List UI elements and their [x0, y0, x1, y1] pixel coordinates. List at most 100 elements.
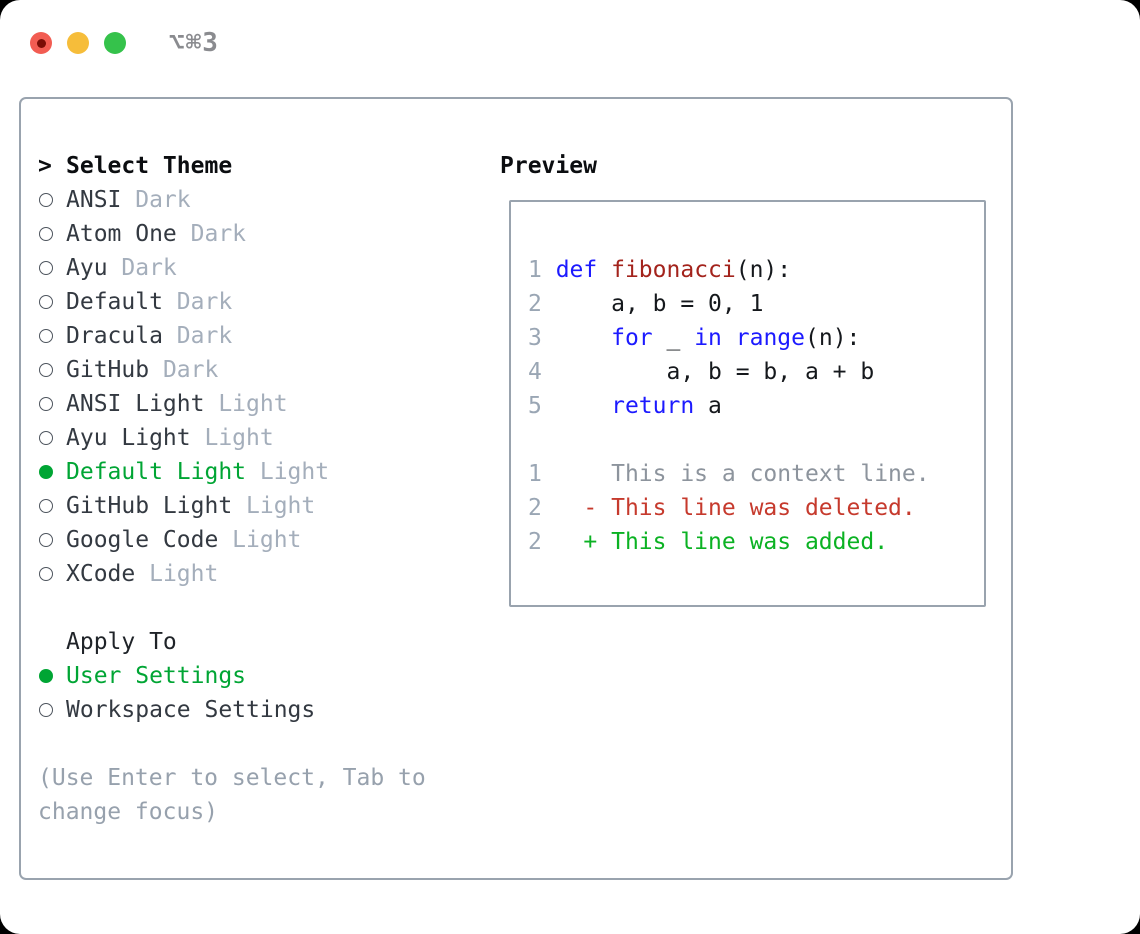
radio-unselected-icon — [38, 421, 66, 455]
theme-option-xcode-light[interactable]: XCode Light — [38, 557, 426, 591]
theme-option-default-dark[interactable]: Default Dark — [38, 285, 426, 319]
theme-option-ayu-light[interactable]: Ayu Light Light — [38, 421, 426, 455]
theme-name: GitHub — [66, 357, 150, 383]
keyword-token: return — [611, 393, 695, 419]
radio-unselected-icon — [38, 183, 66, 217]
theme-name: ANSI Light — [66, 391, 205, 417]
code-line: 5 return a — [528, 389, 984, 423]
theme-option-ansi-dark[interactable]: ANSI Dark — [38, 183, 426, 217]
apply-option-label: Workspace Settings — [66, 697, 316, 723]
deleted-text: - This line was deleted. — [555, 495, 916, 521]
theme-name: Dracula — [66, 323, 163, 349]
code-token — [556, 325, 611, 351]
context-text: This is a context line. — [555, 461, 930, 487]
diff-added-line: 2 + This line was added. — [528, 525, 984, 559]
zoom-button-icon[interactable] — [104, 32, 126, 54]
title-bar: ⌥⌘3 — [30, 28, 219, 58]
keyword-token: in — [694, 325, 722, 351]
theme-option-google-code-light[interactable]: Google Code Light — [38, 523, 426, 557]
radio-unselected-icon — [38, 489, 66, 523]
theme-variant: Dark — [121, 255, 177, 281]
code-token: a — [694, 393, 722, 419]
added-text: + This line was added. — [555, 529, 889, 555]
theme-option-github-light[interactable]: GitHub Light Light — [38, 489, 426, 523]
code-line: 4 a, b = b, a + b — [528, 355, 984, 389]
cursor-prompt-icon: > — [38, 149, 66, 183]
theme-option-default-light[interactable]: Default Light Light — [38, 455, 426, 489]
empty-marker — [38, 625, 66, 659]
theme-variant: Light — [149, 561, 219, 587]
window-title: ⌥⌘3 — [169, 28, 219, 58]
code-token — [722, 325, 736, 351]
keyword-token: for — [611, 325, 653, 351]
theme-variant: Dark — [190, 221, 247, 247]
theme-variant: Light — [246, 493, 316, 519]
blank-line — [528, 423, 984, 457]
radio-unselected-icon — [38, 353, 66, 387]
apply-option-label: User Settings — [66, 663, 247, 689]
theme-option-ansi-light[interactable]: ANSI Light Light — [38, 387, 426, 421]
theme-selector-panel: > Select Theme ANSI Dark Atom One Dark A… — [19, 97, 1013, 880]
apply-option-user-settings[interactable]: User Settings — [38, 659, 426, 693]
theme-variant: Dark — [135, 187, 191, 213]
select-theme-title: Select Theme — [66, 153, 233, 179]
theme-option-dracula-dark[interactable]: Dracula Dark — [38, 319, 426, 353]
keyword-token: def — [555, 257, 598, 283]
minimize-button-icon[interactable] — [67, 32, 89, 54]
theme-name: GitHub Light — [66, 493, 233, 519]
line-number: 2 — [528, 495, 542, 521]
line-number: 2 — [528, 529, 542, 555]
theme-name: Ayu Light — [66, 425, 191, 451]
code-token: (n): — [735, 257, 792, 283]
radio-selected-icon — [38, 659, 66, 693]
line-number: 2 — [528, 291, 542, 317]
code-token — [556, 393, 611, 419]
code-token: a, b = b, a + b — [555, 359, 875, 385]
theme-variant: Dark — [176, 323, 233, 349]
preview-title: Preview — [500, 153, 597, 179]
theme-name: XCode — [66, 561, 136, 587]
apply-to-header: Apply To — [38, 625, 426, 659]
theme-variant: Light — [232, 527, 302, 553]
theme-name: Default Light — [66, 459, 247, 485]
apply-option-workspace-settings[interactable]: Workspace Settings — [38, 693, 426, 727]
section-gap — [38, 727, 426, 761]
theme-name: Default — [66, 289, 163, 315]
code-token: (n): — [805, 325, 861, 351]
radio-unselected-icon — [38, 251, 66, 285]
theme-option-github-dark[interactable]: GitHub Dark — [38, 353, 426, 387]
radio-selected-icon — [38, 455, 66, 489]
code-token — [597, 257, 611, 283]
theme-variant: Light — [204, 425, 274, 451]
theme-name: Google Code — [66, 527, 219, 553]
theme-name: ANSI — [66, 187, 122, 213]
close-dot-icon — [36, 38, 46, 48]
theme-option-atom-one-dark[interactable]: Atom One Dark — [38, 217, 426, 251]
diff-context-line: 1 This is a context line. — [528, 457, 984, 491]
radio-unselected-icon — [38, 387, 66, 421]
close-button-icon[interactable] — [30, 32, 52, 54]
line-number: 3 — [528, 325, 542, 351]
keyboard-hint-line-2: change focus) — [38, 799, 219, 825]
theme-variant: Dark — [176, 289, 233, 315]
theme-name: Ayu — [66, 255, 108, 281]
radio-unselected-icon — [38, 523, 66, 557]
line-number: 5 — [528, 393, 542, 419]
code-token: a, b = 0, 1 — [555, 291, 764, 317]
theme-option-ayu-dark[interactable]: Ayu Dark — [38, 251, 426, 285]
builtin-token: range — [735, 325, 805, 351]
radio-unselected-icon — [38, 217, 66, 251]
select-theme-header: > Select Theme — [38, 149, 426, 183]
theme-variant: Light — [259, 459, 330, 485]
code-line: 3 for _ in range(n): — [528, 321, 984, 355]
apply-to-title: Apply To — [66, 629, 177, 655]
radio-unselected-icon — [38, 557, 66, 591]
code-line: 2 a, b = 0, 1 — [528, 287, 984, 321]
radio-unselected-icon — [38, 319, 66, 353]
function-token: fibonacci — [611, 257, 736, 283]
theme-variant: Light — [218, 391, 288, 417]
diff-deleted-line: 2 - This line was deleted. — [528, 491, 984, 525]
